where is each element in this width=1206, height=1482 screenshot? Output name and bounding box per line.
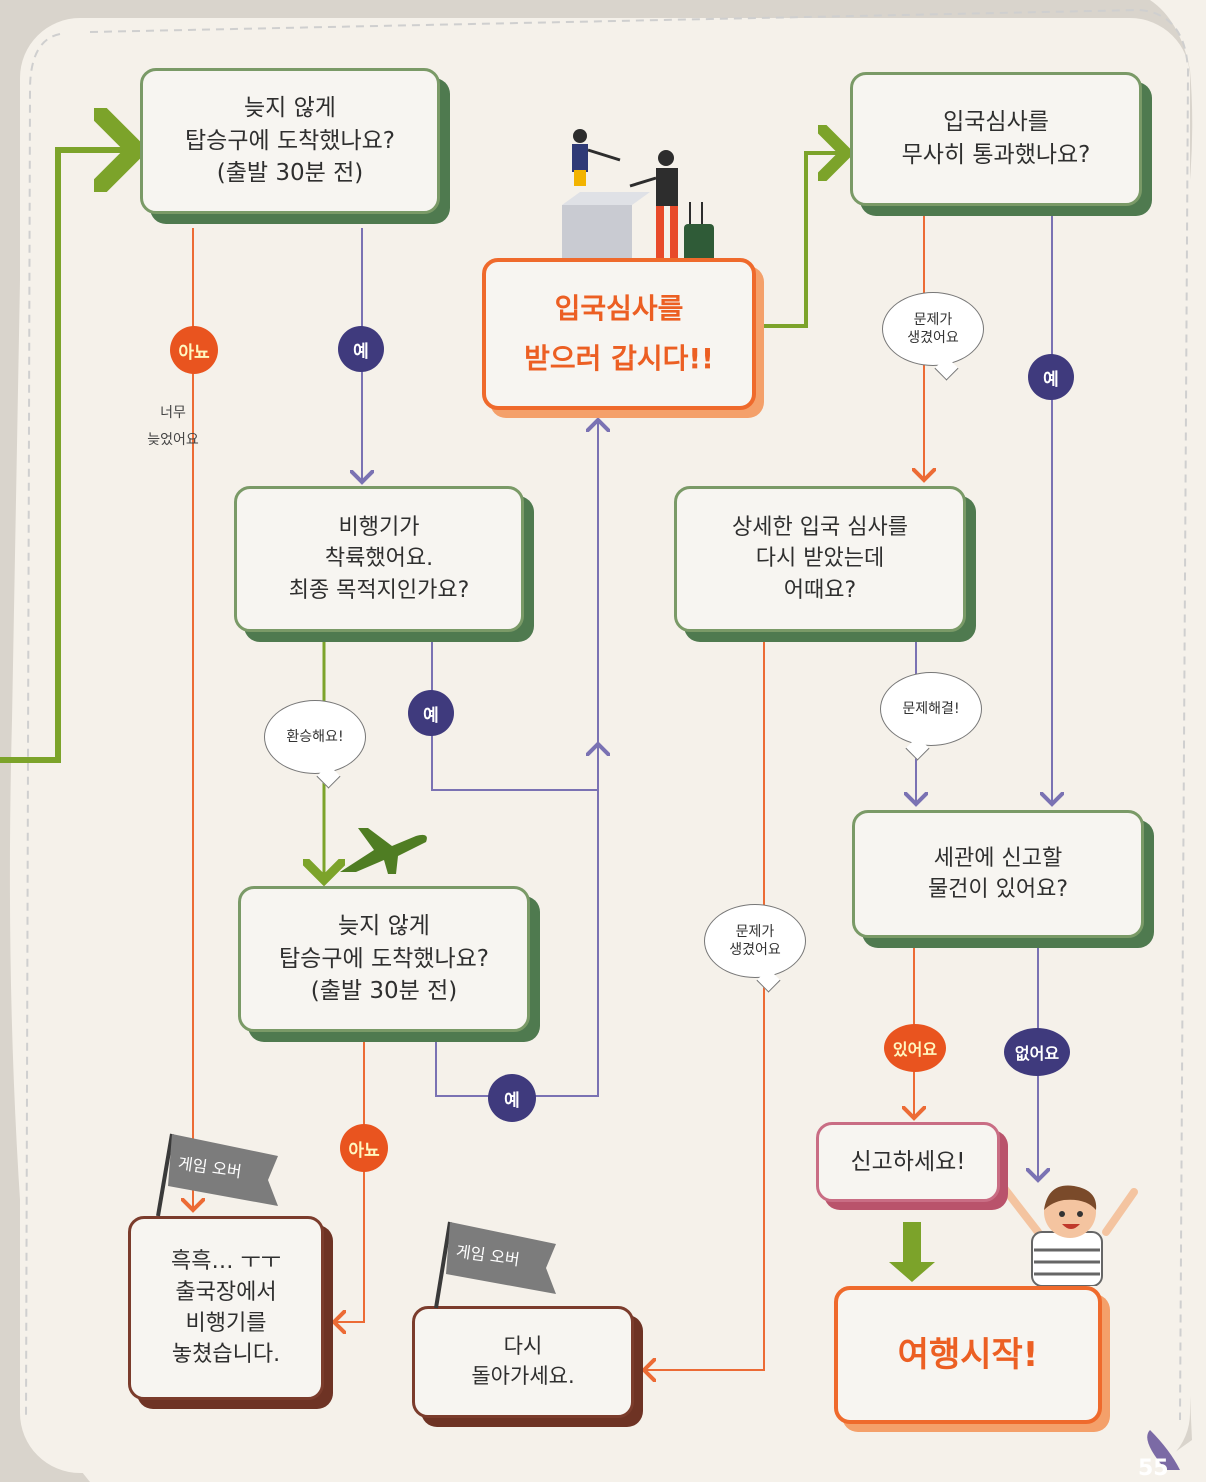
immigration-counter-illustration	[550, 120, 750, 280]
child-illustration	[994, 1176, 1144, 1286]
green-line-start	[0, 150, 136, 760]
airplane-icon	[336, 816, 432, 876]
node-missed-flight: 흑흑… ㅜㅜ 출국장에서 비행기를 놓쳤습니다.	[128, 1216, 324, 1400]
orange-line-no-2	[334, 1040, 364, 1322]
node-immigration-passed-question: 입국심사를 무사히 통과했나요?	[850, 72, 1142, 206]
badge-have: 있어요	[884, 1024, 946, 1072]
bubble-solved: 문제해결!	[880, 672, 982, 746]
badge-no-2: 아뇨	[340, 1124, 388, 1172]
label-too-late: 너무 늦었어요	[138, 400, 208, 453]
node-landed-question: 비행기가 착륙했어요. 최종 목적지인가요?	[234, 486, 524, 632]
badge-yes-immigration: 예	[1028, 354, 1074, 400]
node-go-back: 다시 돌아가세요.	[412, 1306, 634, 1418]
node-detailed-check-question: 상세한 입국 심사를 다시 받았는데 어때요?	[674, 486, 966, 632]
node-boarding-question-1: 늦지 않게 탑승구에 도착했나요? (출발 30분 전)	[140, 68, 440, 214]
node-declare: 신고하세요!	[816, 1122, 1000, 1202]
game-over-flag-2: 게임 오버	[428, 1216, 568, 1312]
node-customs-question: 세관에 신고할 물건이 있어요?	[852, 810, 1144, 938]
badge-yes-1: 예	[338, 326, 384, 372]
game-over-flag-1: 게임 오버	[150, 1124, 290, 1220]
badge-yes-boarding-2: 예	[488, 1074, 536, 1122]
node-go-immigration: 입국심사를 받으러 갑시다!!	[482, 258, 756, 410]
node-boarding-question-2: 늦지 않게 탑승구에 도착했나요? (출발 30분 전)	[238, 886, 530, 1032]
node-trip-start: 여행시작!	[834, 1286, 1102, 1424]
orange-line-problem-2	[644, 640, 764, 1370]
page-number: 55	[1138, 1456, 1169, 1481]
green-line-immigration	[762, 153, 846, 326]
bubble-transfer: 환승해요!	[264, 700, 366, 774]
badge-no-1: 아뇨	[170, 326, 218, 374]
badge-yes-landed: 예	[408, 690, 454, 736]
bubble-problem-2: 문제가 생겼어요	[704, 904, 806, 978]
purple-line-landed-yes	[432, 640, 598, 790]
big-arrow-to-start	[889, 1222, 935, 1282]
bubble-problem-1: 문제가 생겼어요	[882, 292, 984, 366]
badge-none: 없어요	[1004, 1028, 1070, 1076]
